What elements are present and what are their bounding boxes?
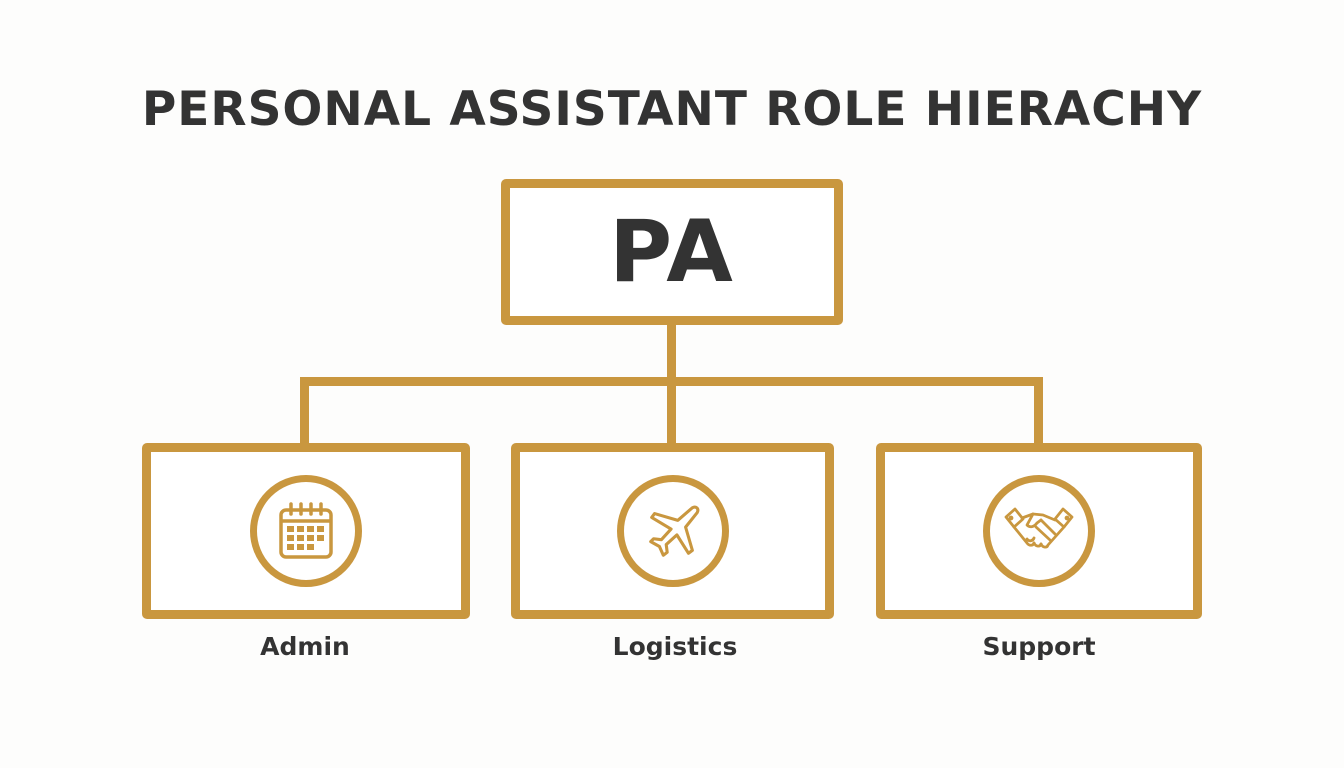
airplane-icon bbox=[648, 505, 699, 557]
support-label: Support bbox=[982, 632, 1096, 661]
diagram-title: PERSONAL ASSISTANT ROLE HIERACHY bbox=[141, 82, 1203, 137]
connector-logistics bbox=[667, 377, 676, 447]
logistics-icon-circle bbox=[616, 475, 729, 587]
logistics-node-box bbox=[511, 443, 834, 619]
connector-trunk bbox=[667, 320, 676, 382]
admin-icon-circle bbox=[250, 475, 362, 587]
support-node-box bbox=[876, 443, 1202, 619]
support-icon-circle bbox=[983, 475, 1095, 587]
handshake-icon bbox=[1004, 507, 1074, 549]
root-node-label: PA bbox=[609, 202, 735, 302]
calendar-icon bbox=[279, 502, 333, 559]
admin-label: Admin bbox=[260, 632, 350, 661]
admin-node-box bbox=[142, 443, 470, 619]
connector-admin bbox=[300, 377, 309, 447]
connector-support bbox=[1034, 377, 1043, 447]
root-node-box: PA bbox=[501, 179, 843, 325]
logistics-label: Logistics bbox=[612, 632, 738, 661]
